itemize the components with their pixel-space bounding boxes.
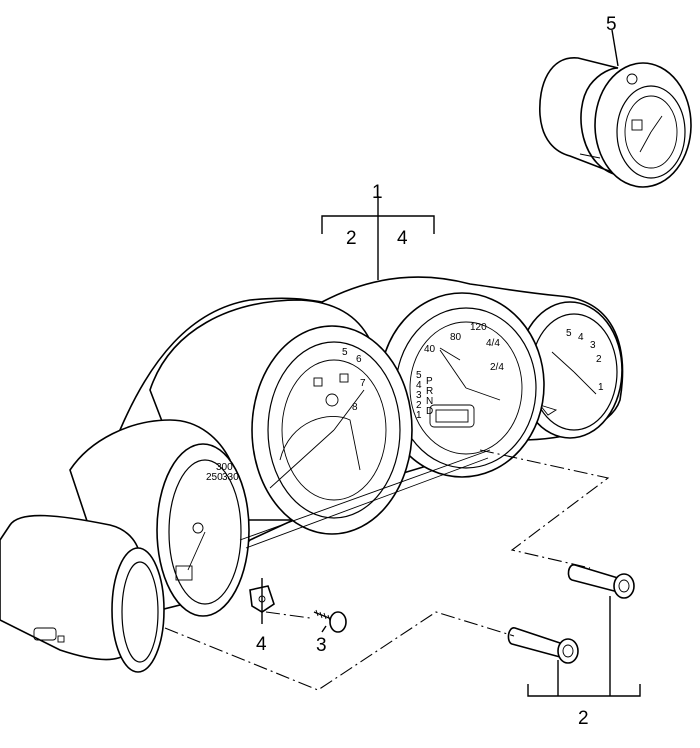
part-5-round-gauge [539, 57, 692, 188]
leader-lines [261, 29, 641, 697]
tach-label-7: 7 [360, 378, 366, 389]
gear-label-R: R [426, 386, 433, 397]
tach-label-8: 8 [352, 402, 358, 413]
temp-label-2: 2 [596, 354, 602, 365]
speed-label-80: 80 [450, 332, 462, 343]
speed-label-40: 40 [424, 344, 436, 355]
gear-label-2: 2 [416, 400, 422, 411]
tach-label-5: 5 [342, 347, 348, 358]
temp-label-5: 5 [566, 328, 572, 339]
temp-label-3: 3 [590, 340, 596, 351]
callout-1: 1 [372, 182, 383, 203]
gear-label-4: 4 [416, 380, 422, 391]
temp-label-1: 1 [598, 382, 604, 393]
gear-label-D: D [426, 406, 433, 417]
callout-5: 5 [606, 14, 617, 35]
callout-2-bottom: 2 [578, 708, 589, 729]
reference-lines [164, 449, 610, 691]
fuel-label-half: 2/4 [490, 362, 504, 373]
gear-label-1: 1 [416, 410, 422, 421]
left-label-250: 250 [206, 472, 223, 483]
gear-label-N: N [426, 396, 433, 407]
callout-2-top: 2 [346, 228, 357, 249]
part-1-instrument-cluster [0, 276, 624, 673]
gear-label-3: 3 [416, 390, 422, 401]
gear-label-P: P [426, 376, 433, 387]
tach-label-6: 6 [356, 354, 362, 365]
temp-label-4: 4 [578, 332, 584, 343]
callout-3: 3 [316, 635, 327, 656]
dial-markings: 5 6 7 8 80 120 40 4/4 2/4 5 4 3 2 1 250 … [206, 322, 604, 483]
gear-label-5: 5 [416, 370, 422, 381]
callout-4-bottom: 4 [256, 634, 267, 655]
part-2-upper-insert [567, 564, 635, 599]
fuel-label-full: 4/4 [486, 338, 500, 349]
callout-4-top: 4 [397, 228, 408, 249]
callout-labels: 1 2 4 5 4 3 2 [256, 14, 617, 729]
part-3-screw [313, 609, 347, 633]
speed-label-120: 120 [470, 322, 487, 333]
left-label-300: 300 [216, 462, 233, 473]
part-2-lower-insert [507, 627, 579, 664]
left-label-330: 330 [222, 472, 239, 483]
